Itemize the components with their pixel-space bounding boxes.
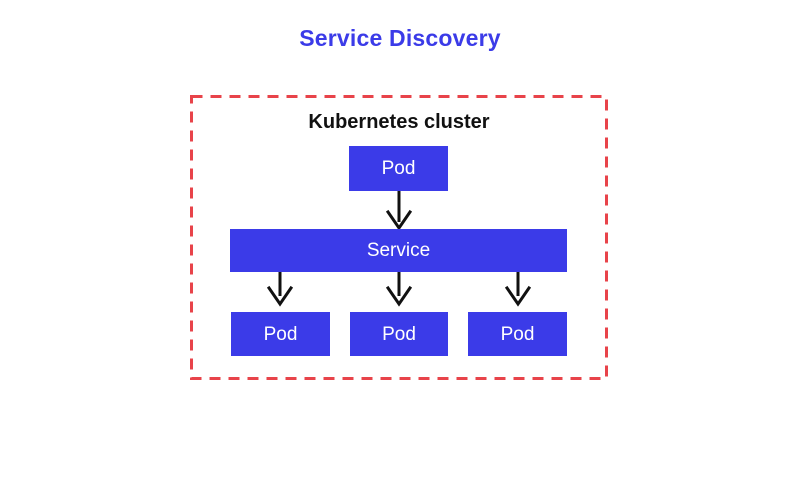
kubernetes-cluster-boundary [190, 95, 608, 380]
cluster-label: Kubernetes cluster [308, 111, 490, 133]
node-pod-1[interactable]: Pod [231, 312, 330, 356]
node-pod-2[interactable]: Pod [350, 312, 448, 356]
cluster-dashed-rect-icon [190, 95, 608, 380]
page-title: Service Discovery [299, 25, 501, 51]
node-pod-top[interactable]: Pod [349, 146, 448, 191]
node-pod-3[interactable]: Pod [468, 312, 567, 356]
node-service[interactable]: Service [230, 229, 567, 272]
